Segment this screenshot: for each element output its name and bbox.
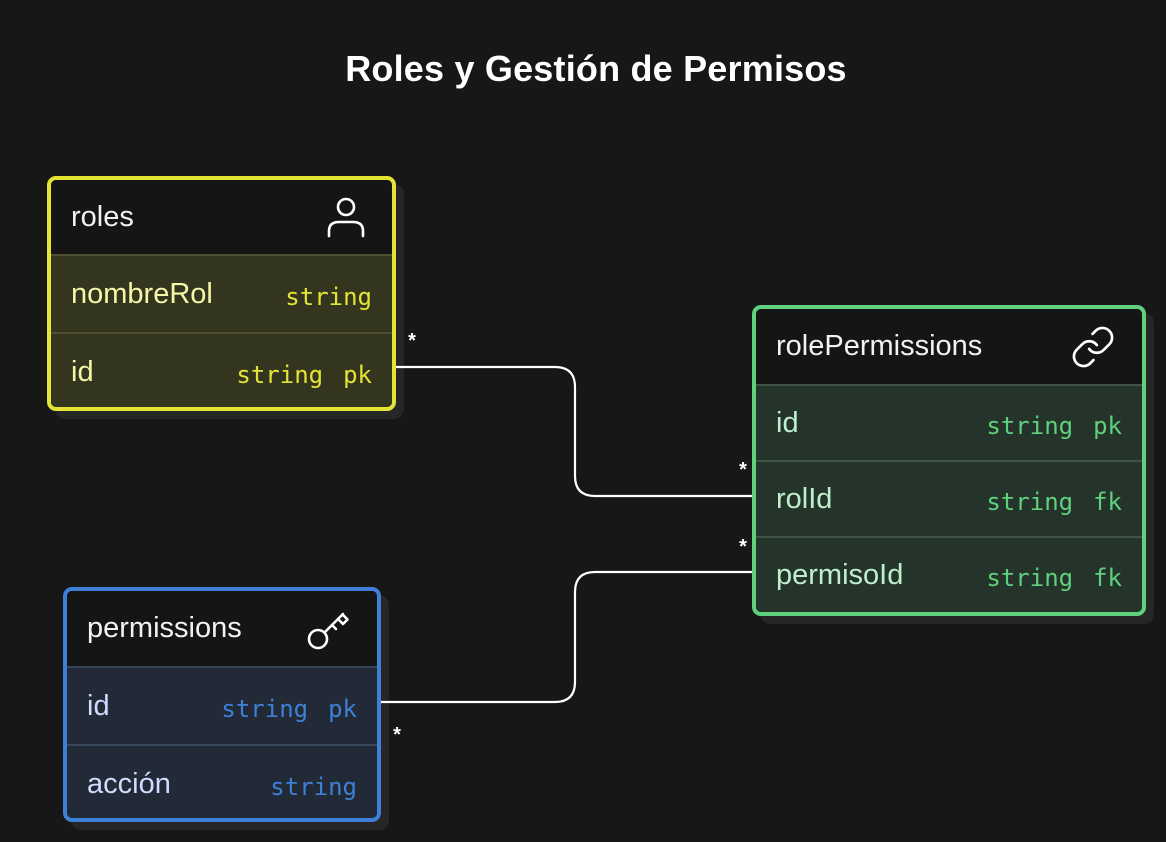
- entity-rolepermissions[interactable]: rolePermissions id string pk rolId string…: [752, 305, 1146, 616]
- field-name: id: [71, 355, 94, 388]
- field-type: string: [285, 283, 372, 311]
- entity-header: rolePermissions: [756, 309, 1142, 384]
- field-type-label: string: [221, 695, 309, 723]
- entity-permissions[interactable]: permissions id string pk acción string: [63, 587, 381, 822]
- field-row-id[interactable]: id string pk: [67, 666, 377, 744]
- field-name: id: [776, 406, 799, 439]
- entity-header: permissions: [67, 591, 377, 666]
- field-name: nombreRol: [71, 277, 213, 310]
- edge-roles-rolepermissions: [384, 365, 762, 498]
- field-row-nombrerol[interactable]: nombreRol string: [51, 254, 392, 332]
- field-type: string fk: [986, 488, 1122, 516]
- field-row-id[interactable]: id string pk: [51, 332, 392, 407]
- cardinality-permissions: *: [393, 724, 401, 746]
- edge-permissions-rolepermissions: [369, 570, 762, 704]
- field-type-label: string: [236, 361, 324, 389]
- key-icon: [305, 606, 351, 652]
- user-icon: [326, 195, 366, 239]
- field-row-id[interactable]: id string pk: [756, 384, 1142, 460]
- field-name: acción: [87, 767, 171, 800]
- field-key: pk: [328, 695, 357, 723]
- field-type: string fk: [986, 564, 1122, 592]
- field-type-label: string: [986, 412, 1074, 440]
- field-key: pk: [1093, 412, 1122, 440]
- entity-name: permissions: [87, 612, 242, 644]
- field-key: fk: [1093, 564, 1122, 592]
- entity-roles[interactable]: roles nombreRol string id string pk: [47, 176, 396, 411]
- field-type-label: string: [270, 773, 357, 801]
- entity-name: roles: [71, 200, 134, 233]
- cardinality-roles: *: [408, 330, 416, 352]
- cardinality-rolid: *: [739, 459, 747, 481]
- field-name: permisoId: [776, 558, 904, 591]
- entity-header: roles: [51, 180, 392, 254]
- field-type-label: string: [285, 283, 372, 311]
- field-type: string pk: [236, 361, 372, 389]
- entity-name: rolePermissions: [776, 330, 983, 362]
- link-icon: [1070, 324, 1116, 370]
- diagram-title: Roles y Gestión de Permisos: [345, 48, 847, 89]
- field-key: fk: [1093, 488, 1122, 516]
- field-name: rolId: [776, 482, 833, 515]
- field-name: id: [87, 689, 110, 722]
- field-row-rolid[interactable]: rolId string fk: [756, 460, 1142, 536]
- field-type: string pk: [221, 695, 357, 723]
- field-type-label: string: [986, 564, 1074, 592]
- field-row-accion[interactable]: acción string: [67, 744, 377, 818]
- field-key: pk: [343, 361, 372, 389]
- cardinality-permisoid: *: [739, 536, 747, 558]
- field-type: string: [270, 773, 357, 801]
- field-type: string pk: [986, 412, 1122, 440]
- field-row-permisoid[interactable]: permisoId string fk: [756, 536, 1142, 612]
- field-type-label: string: [986, 488, 1074, 516]
